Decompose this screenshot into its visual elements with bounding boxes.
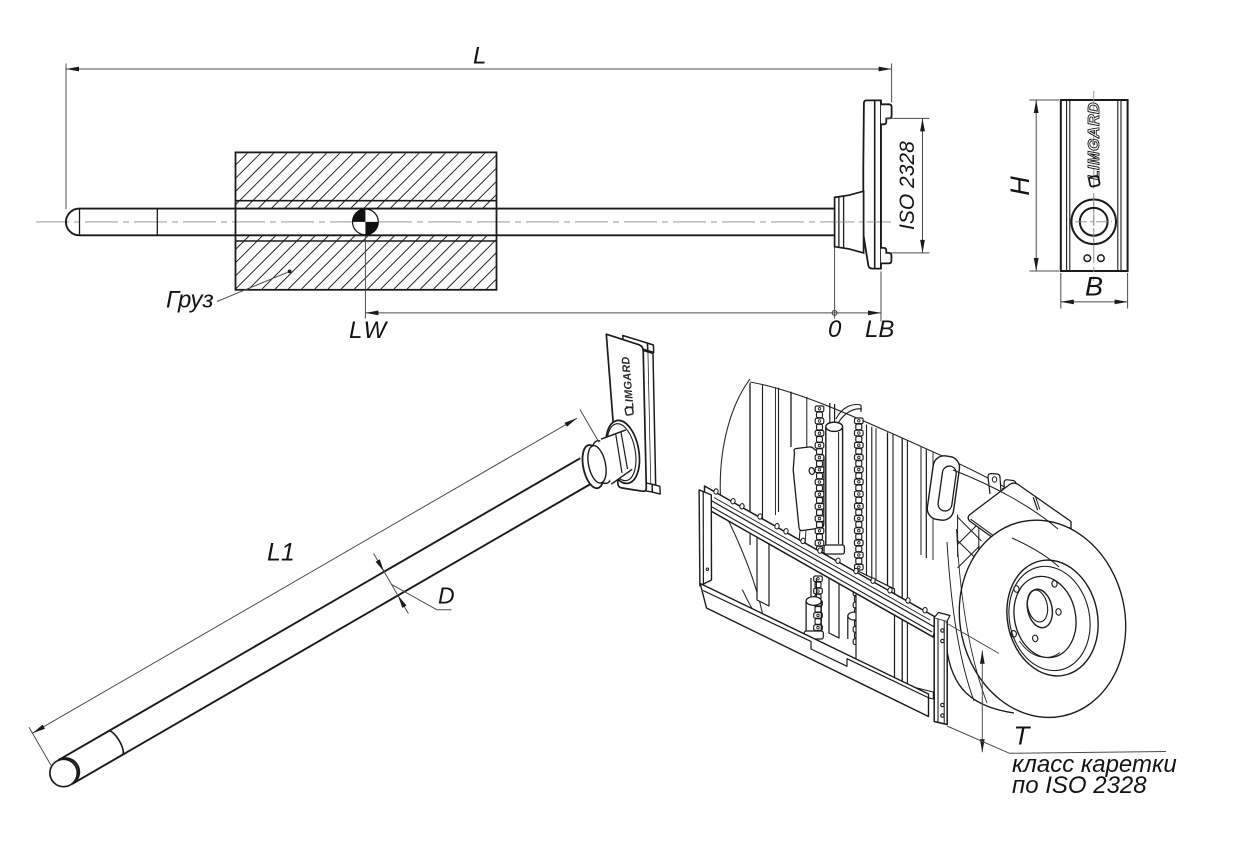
svg-text:Груз: Груз xyxy=(166,287,214,314)
svg-text:D: D xyxy=(438,583,455,609)
svg-text:T: T xyxy=(1014,721,1032,751)
svg-text:LIMGARD: LIMGARD xyxy=(620,356,637,410)
svg-text:L: L xyxy=(473,43,486,70)
svg-text:LW: LW xyxy=(349,317,388,344)
svg-text:H: H xyxy=(1005,176,1035,196)
svg-text:по ISO 2328: по ISO 2328 xyxy=(1012,772,1147,799)
svg-text:LB: LB xyxy=(865,316,894,343)
svg-text:класс каретки: класс каретки xyxy=(1012,751,1177,778)
svg-text:0: 0 xyxy=(828,316,842,343)
svg-text:L1: L1 xyxy=(267,539,295,567)
svg-text:B: B xyxy=(1085,272,1103,302)
svg-text:LIMGARD: LIMGARD xyxy=(1086,102,1103,180)
svg-text:ISO 2328: ISO 2328 xyxy=(896,141,919,230)
